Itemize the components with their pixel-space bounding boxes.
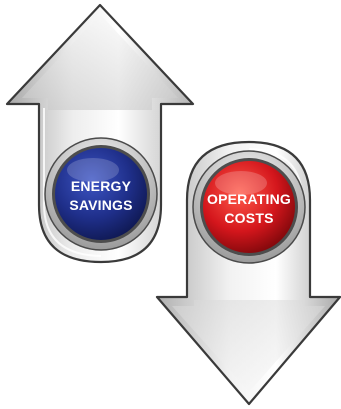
up-arrow: ENERGY SAVINGS [5,3,195,264]
energy-savings-label-line-2: SAVINGS [69,197,132,213]
energy-savings-badge [55,148,147,240]
down-arrow: OPERATING COSTS [155,140,341,406]
operating-costs-label-line-1: OPERATING [207,191,291,207]
energy-savings-label-line-1: ENERGY [71,178,132,194]
operating-costs-badge [203,161,295,253]
operating-costs-label-line-2: COSTS [224,210,273,226]
